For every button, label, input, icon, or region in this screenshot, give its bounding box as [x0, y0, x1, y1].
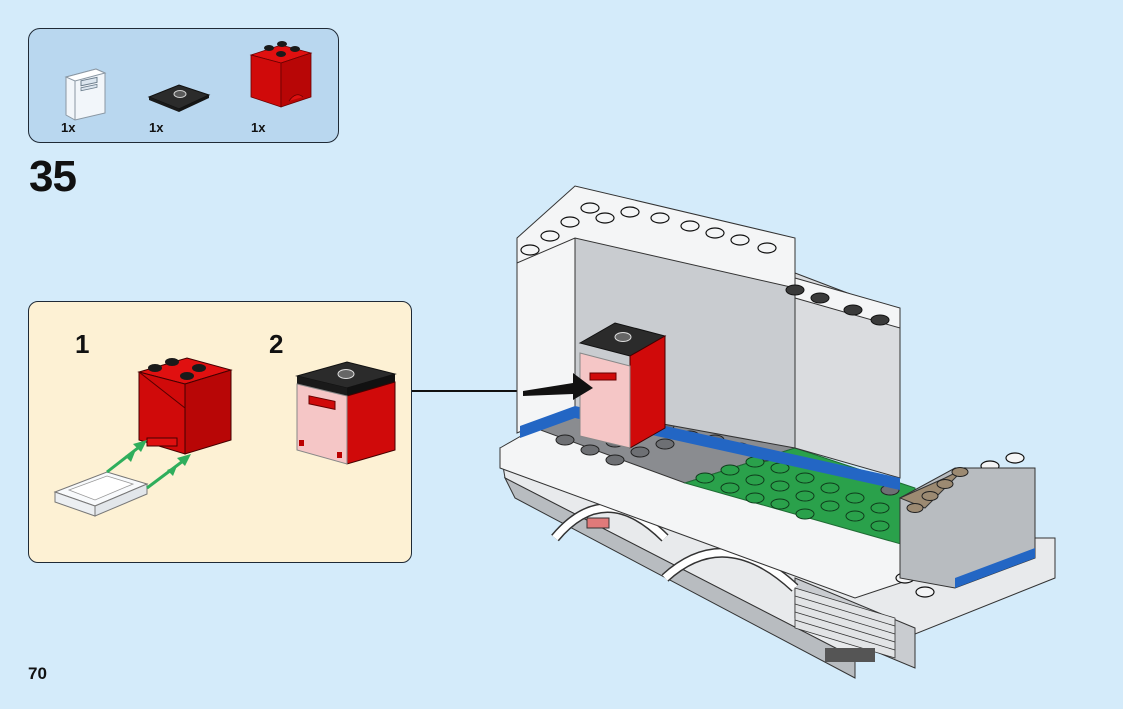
part-qty: 1x — [251, 120, 266, 135]
step-number: 35 — [29, 152, 77, 201]
red-cupboard-icon — [249, 41, 313, 108]
callout-connector-line — [412, 390, 532, 392]
cupboard-in-model — [578, 322, 667, 449]
part-red-cupboard — [249, 39, 315, 111]
part-black-tile — [147, 83, 211, 113]
black-tile-icon — [147, 84, 211, 112]
part-qty: 1x — [149, 120, 164, 135]
placement-arrow-icon — [523, 373, 593, 400]
camper-van-model — [499, 185, 1056, 679]
black-studs — [785, 284, 890, 326]
parts-list-box: 1x 1x 1x — [28, 28, 339, 143]
sub-assembly-callout: 1 2 — [28, 301, 412, 563]
part-qty: 1x — [61, 120, 76, 135]
assembly-arrows — [106, 440, 191, 490]
green-studs — [695, 456, 890, 532]
part-transparent-door — [61, 65, 111, 121]
substep-number: 1 — [75, 329, 90, 359]
page-number: 70 — [28, 664, 47, 683]
substep-number: 2 — [269, 329, 284, 359]
substep-1-illustration — [53, 357, 233, 517]
substep-2-illustration — [295, 361, 397, 465]
transparent-door-icon — [64, 68, 107, 121]
main-model-illustration — [495, 178, 1075, 698]
